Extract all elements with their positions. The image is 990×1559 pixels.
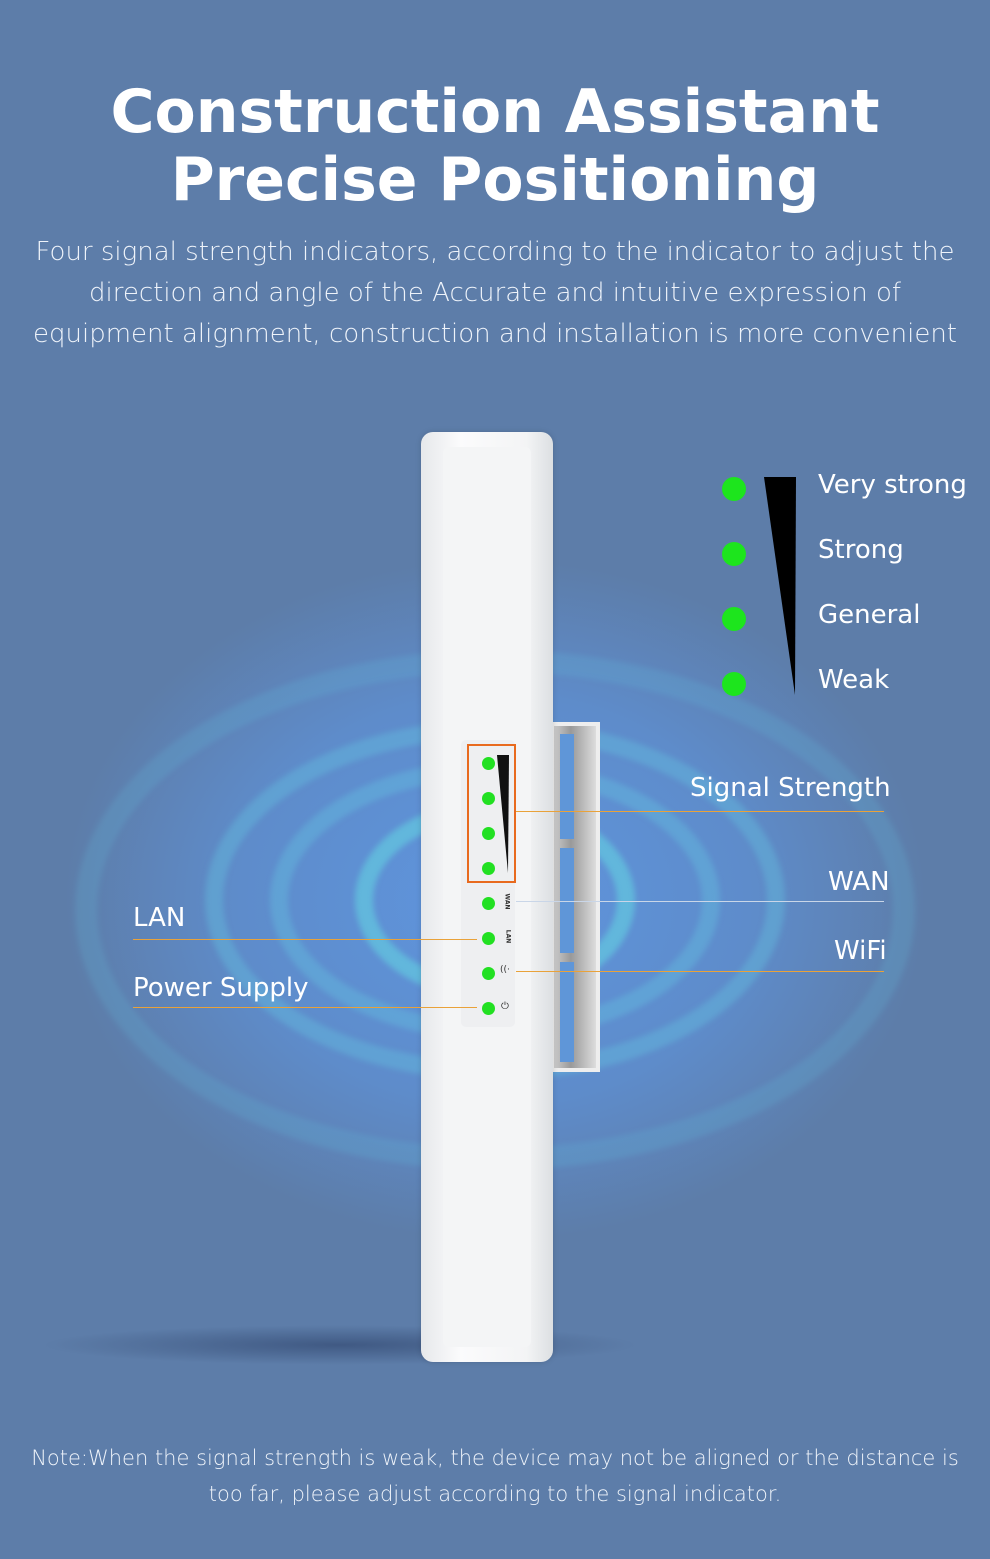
- legend-led-strong: [722, 542, 746, 566]
- legend-label: Weak: [818, 665, 890, 695]
- title-line-2: Precise Positioning: [170, 145, 820, 215]
- power-led: [482, 1002, 495, 1015]
- callout-signal-strength: Signal Strength: [690, 773, 891, 803]
- legend-led-weak: [722, 672, 746, 696]
- legend-led-general: [722, 607, 746, 631]
- wifi-icon: ((·: [500, 965, 510, 975]
- lan-device-label: LAN: [504, 929, 512, 944]
- signal-led-4: [482, 862, 495, 875]
- legend-label: Very strong: [818, 470, 967, 500]
- callout-line-lan: [133, 939, 477, 940]
- footer-note: Note:When the signal strength is weak, t…: [31, 1446, 959, 1506]
- callout-wan: WAN: [828, 867, 890, 897]
- callout-wifi: WiFi: [834, 936, 887, 966]
- legend-strength-wedge: [764, 477, 796, 695]
- callout-line-power: [133, 1007, 477, 1008]
- callout-power-supply: Power Supply: [133, 973, 309, 1003]
- callout-line-signal: [516, 811, 884, 812]
- signal-highlight-box: [467, 744, 516, 883]
- signal-led-3: [482, 827, 495, 840]
- power-icon: ⏻: [501, 1001, 509, 1012]
- callout-lan: LAN: [133, 903, 186, 933]
- signal-wedge-small: [497, 755, 509, 873]
- wan-device-label: WAN: [503, 893, 511, 910]
- wan-led: [482, 897, 495, 910]
- title-line-1: Construction Assistant: [110, 77, 880, 147]
- legend-label: General: [818, 600, 921, 630]
- legend-label: Strong: [818, 535, 904, 565]
- signal-led-2: [482, 792, 495, 805]
- mount-bracket: [550, 722, 600, 1072]
- subtitle: Four signal strength indicators, accordi…: [33, 237, 957, 349]
- callout-line-wifi: [516, 971, 884, 972]
- legend-led-very-strong: [722, 477, 746, 501]
- lan-led: [482, 932, 495, 945]
- wifi-led: [482, 967, 495, 980]
- callout-line-wan: [516, 901, 884, 902]
- signal-led-1: [482, 757, 495, 770]
